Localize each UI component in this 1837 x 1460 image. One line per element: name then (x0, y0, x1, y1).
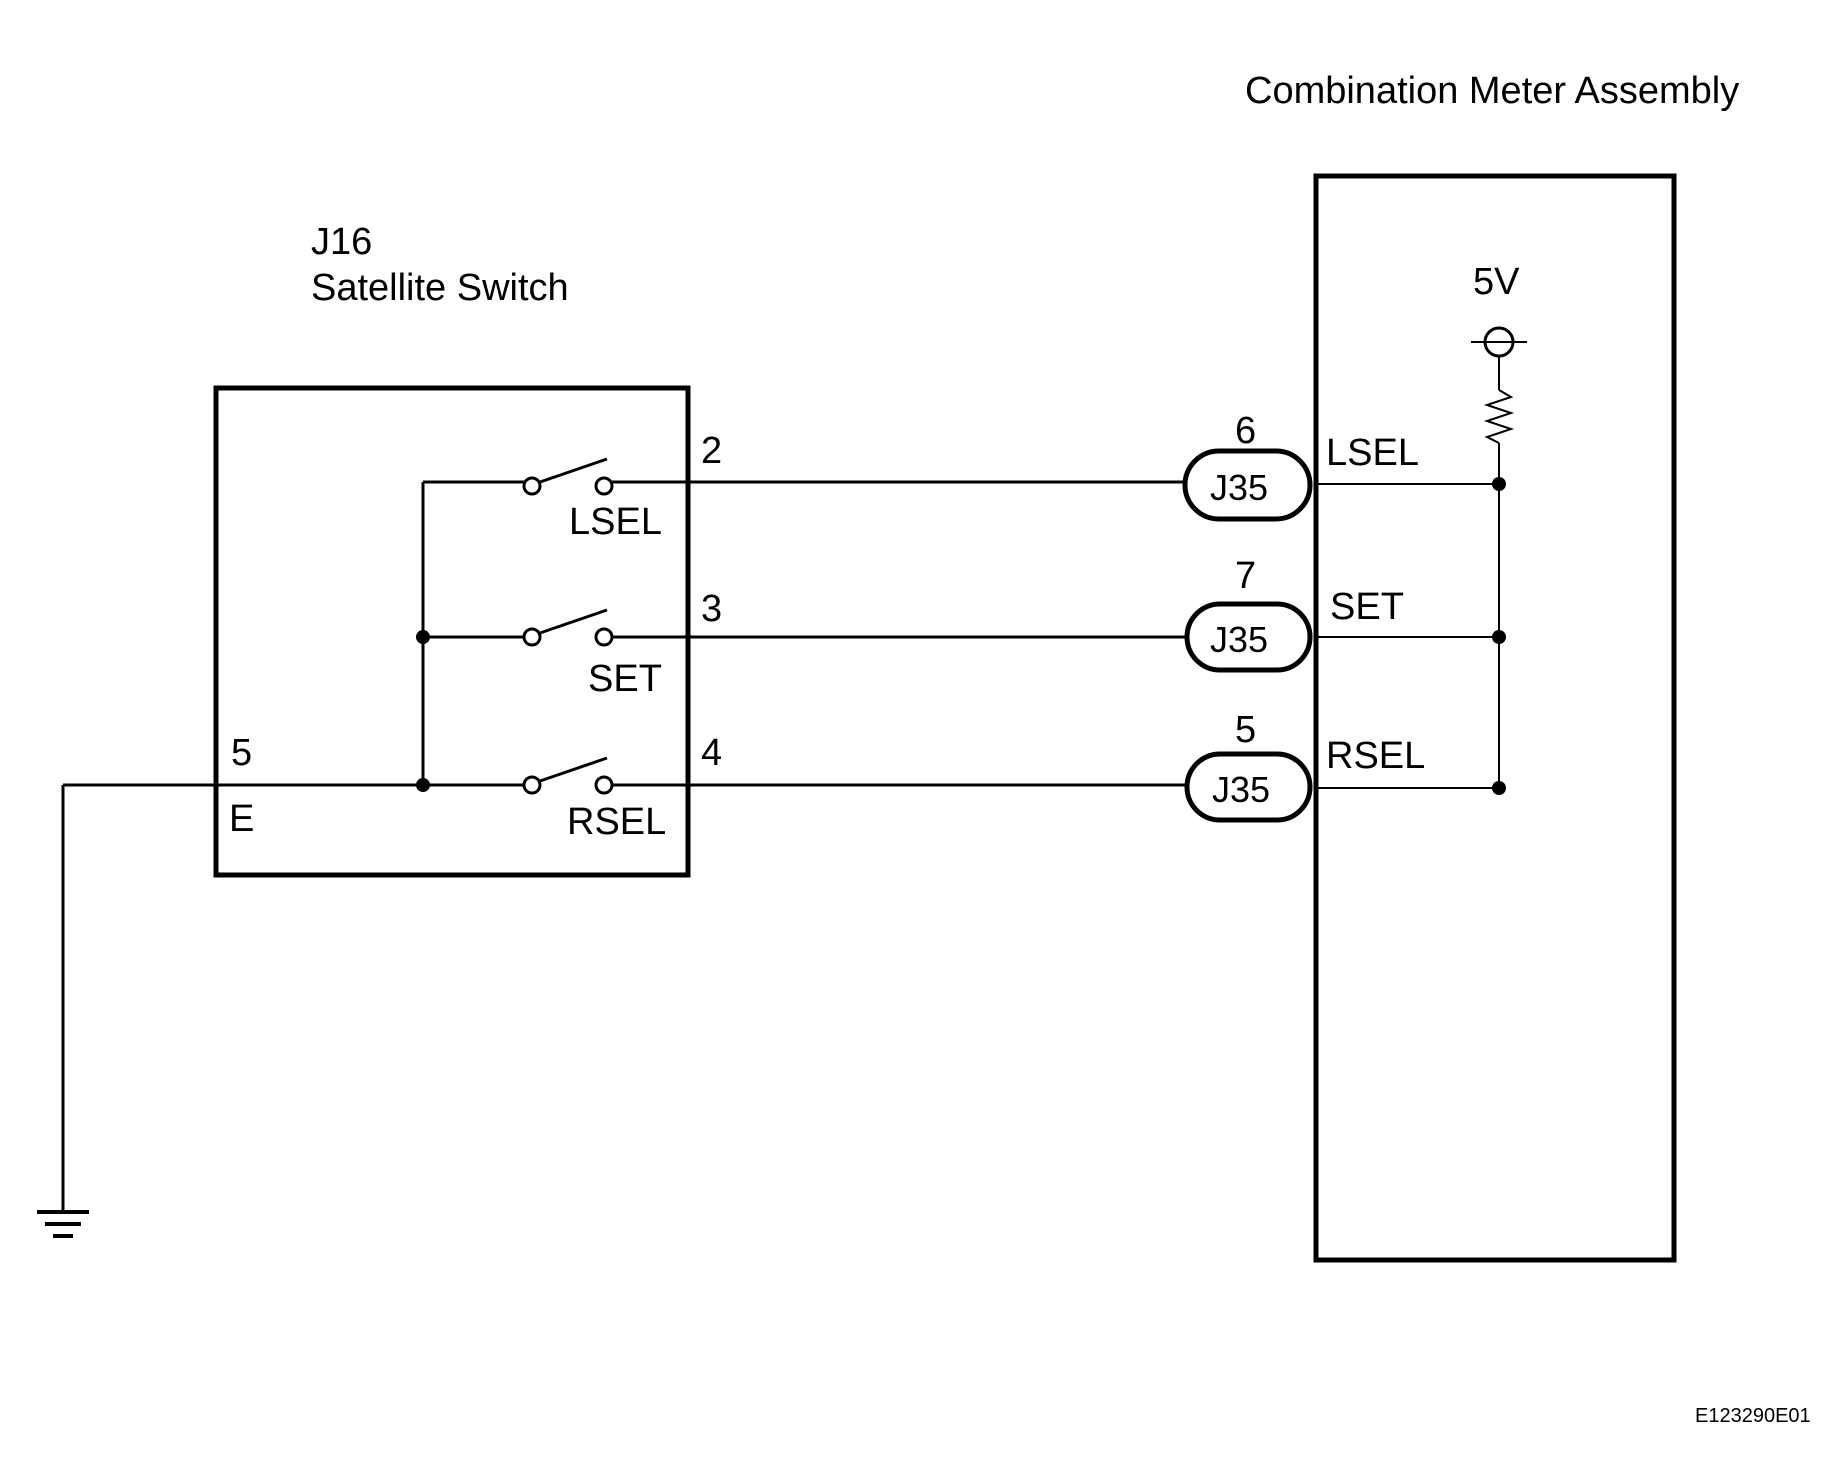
pin-number-3: 3 (701, 588, 722, 630)
switch-name: Satellite Switch (311, 267, 569, 309)
switch-contact-rsel-icon (522, 756, 614, 795)
junction-dot-rsel (1492, 781, 1506, 795)
resistor-icon (1483, 389, 1515, 444)
pin-number-2: 2 (701, 430, 722, 472)
terminal-label-set: SET (1330, 586, 1404, 628)
voltage-label: 5V (1473, 261, 1520, 303)
combination-meter-box (1313, 173, 1677, 1263)
connector-j35-set (1184, 601, 1313, 673)
switch-label-set: SET (588, 658, 662, 700)
switch-code: J16 (311, 221, 372, 263)
ground-terminal-label: E (229, 798, 254, 840)
junction-dot-set (1492, 630, 1506, 644)
connector-label: J35 (1212, 769, 1270, 810)
connector-pin: 7 (1235, 555, 1256, 597)
connector-pin: 5 (1235, 709, 1256, 751)
ground-icon (37, 1210, 89, 1238)
switch-junction-dot-bottom (416, 778, 430, 792)
switch-junction-dot-mid (416, 630, 430, 644)
connector-label: J35 (1210, 467, 1268, 508)
pin-number-4: 4 (701, 732, 722, 774)
switch-contact-set-icon (522, 608, 614, 647)
switch-label-rsel: RSEL (567, 801, 666, 843)
connector-pin: 6 (1235, 410, 1256, 452)
junction-dot-lsel (1492, 477, 1506, 491)
connector-j35-lsel (1182, 448, 1313, 522)
figure-id: E123290E01 (1695, 1405, 1811, 1427)
switch-contact-lsel-icon (522, 457, 614, 496)
connector-label: J35 (1210, 619, 1268, 660)
switch-label-lsel: LSEL (569, 501, 662, 543)
connector-j35-rsel (1184, 751, 1313, 823)
pin-number-5: 5 (231, 732, 252, 774)
voltage-source-icon (1471, 326, 1527, 358)
terminal-label-rsel: RSEL (1326, 735, 1425, 777)
terminal-label-lsel: LSEL (1326, 432, 1419, 474)
satellite-switch-box (213, 385, 691, 878)
combination-meter-title: Combination Meter Assembly (1245, 70, 1739, 112)
